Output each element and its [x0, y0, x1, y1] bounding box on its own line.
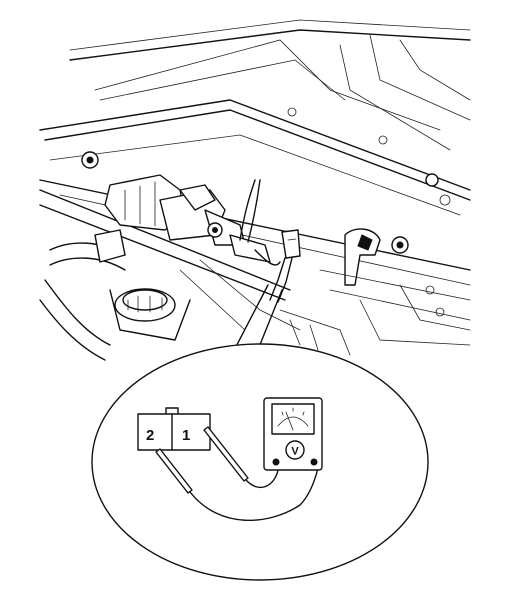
connector-icon [137, 407, 211, 451]
voltmeter-unit-label: V [291, 446, 299, 458]
connector-pin-1-label: 1 [182, 427, 190, 444]
test-lead-black [189, 467, 319, 521]
detail-magnifier [91, 343, 429, 581]
engine-bay-illustration [39, 19, 471, 361]
test-lead-red [245, 469, 279, 489]
voltmeter-icon [263, 397, 323, 471]
probe-icon [155, 426, 249, 494]
connector-pin-2-label: 2 [146, 427, 154, 444]
